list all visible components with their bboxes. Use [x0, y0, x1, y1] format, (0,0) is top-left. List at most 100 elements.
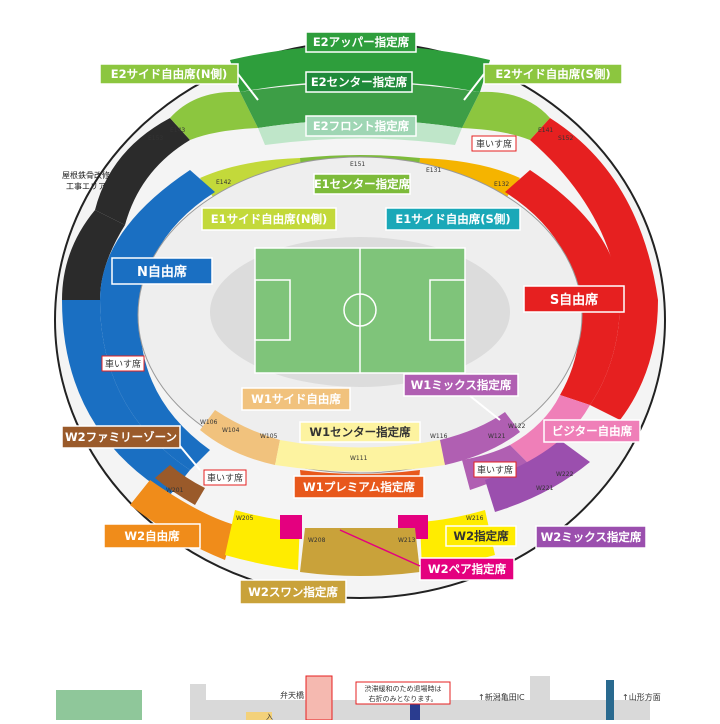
gate-code: W213 [398, 537, 416, 544]
label-e2-front[interactable]: E2フロント指定席 [305, 115, 417, 137]
seat-n-free[interactable] [100, 170, 215, 470]
label-e1-side-n[interactable]: E1サイド自由席(N側) [201, 207, 337, 231]
map-gate-mark: 入 [266, 713, 273, 720]
label-e1-center[interactable]: E1センター指定席 [313, 173, 411, 195]
svg-text:E2サイド自由席(N側): E2サイド自由席(N側) [111, 67, 228, 81]
label-e2-side-n[interactable]: E2サイド自由席(N側) [99, 63, 259, 101]
svg-text:W1ミックス指定席: W1ミックス指定席 [411, 378, 512, 392]
gate-code: W106 [200, 419, 218, 426]
construction-area [95, 118, 190, 225]
label-e1-side-s[interactable]: E1サイド自由席(S側) [385, 207, 521, 231]
map-green-block [56, 690, 142, 720]
gate-code: E151 [350, 161, 365, 168]
gate-code: W201 [166, 487, 184, 494]
label-s-free[interactable]: S自由席 [523, 285, 625, 313]
label-w2-swan[interactable]: W2スワン指定席 [239, 579, 347, 605]
svg-text:W2ファミリーゾーン: W2ファミリーゾーン [65, 430, 177, 444]
seat-w2-swan[interactable] [300, 528, 420, 576]
seat-e2-side-n[interactable] [170, 91, 258, 140]
seat-w1-center[interactable] [275, 440, 445, 472]
wheelchair-label-bottom-right: 車いす席 [473, 461, 517, 478]
pitch-center-circle [343, 293, 377, 327]
map-bridge-label: 弁天橋 [280, 690, 304, 700]
gate-code: W216 [466, 515, 484, 522]
seat-s-free-top[interactable] [530, 118, 658, 300]
label-visitor[interactable]: ビジター自由席 [543, 419, 641, 443]
svg-text:E1サイド自由席(N側): E1サイド自由席(N側) [211, 212, 328, 226]
gate-code: W116 [430, 433, 448, 440]
svg-text:W1センター指定席: W1センター指定席 [309, 425, 411, 439]
construction-area-lower [62, 210, 125, 300]
map-teal-post [606, 680, 614, 720]
svg-text:W2スワン指定席: W2スワン指定席 [248, 585, 338, 599]
svg-text:車いす席: 車いす席 [207, 472, 243, 484]
label-w1-side[interactable]: W1サイド自由席 [241, 387, 351, 411]
map-notice-line2: 右折のみとなります。 [368, 694, 437, 703]
wheelchair-label-top: 車いす席 [471, 135, 517, 152]
gate-code: W121 [488, 433, 506, 440]
gate-code: W104 [222, 427, 240, 434]
access-map: 入 弁天橋 渋滞緩和のため退場時は 右折のみとなります。 ↑新潟亀田IC ↑山形… [56, 675, 661, 721]
seat-w1-mix-inner[interactable] [440, 412, 520, 465]
gate-code: E141 [538, 127, 553, 134]
label-w1-center[interactable]: W1センター指定席 [299, 421, 421, 443]
label-w1-premium[interactable]: W1プレミアム指定席 [293, 475, 425, 499]
label-n-free[interactable]: N自由席 [111, 257, 213, 285]
gate-code: E131 [426, 167, 441, 174]
gate-code: S152 [558, 135, 573, 142]
wheelchair-label-bottom-left: 車いす席 [203, 469, 247, 486]
seat-s-free[interactable] [505, 170, 620, 405]
seat-w2-pair-left[interactable] [280, 515, 302, 539]
label-w2-reserved[interactable]: W2指定席 [445, 525, 517, 547]
map-blue-road [410, 700, 420, 720]
map-bridge [305, 675, 333, 721]
svg-text:W1プレミアム指定席: W1プレミアム指定席 [303, 480, 415, 494]
map-yamagata-label: ↑山形方面 [622, 692, 661, 702]
gate-code: W205 [236, 515, 254, 522]
svg-text:W2ミックス指定席: W2ミックス指定席 [541, 530, 642, 544]
label-w2-family[interactable]: W2ファミリーゾーン [61, 425, 201, 471]
label-w1-mix[interactable]: W1ミックス指定席 [403, 373, 519, 421]
label-e2-side-s[interactable]: E2サイド自由席(S側) [463, 63, 623, 101]
map-notice-box [355, 681, 451, 705]
label-w2-free[interactable]: W2自由席 [103, 523, 201, 549]
map-gate-box [246, 712, 272, 720]
seat-e2-upper[interactable] [230, 45, 490, 92]
seat-e2-center[interactable] [240, 83, 480, 128]
label-w2-pair[interactable]: W2ペア指定席 [339, 529, 515, 581]
svg-text:W2ペア指定席: W2ペア指定席 [428, 562, 507, 576]
seat-w2-family[interactable] [155, 465, 205, 505]
svg-text:車いす席: 車いす席 [477, 464, 513, 476]
svg-text:車いす席: 車いす席 [476, 138, 512, 150]
seat-e2-side-s[interactable] [462, 91, 550, 140]
svg-text:N自由席: N自由席 [137, 264, 187, 280]
svg-text:E2センター指定席: E2センター指定席 [311, 75, 408, 89]
label-e2-center[interactable]: E2センター指定席 [305, 71, 413, 93]
gate-code: W221 [536, 485, 554, 492]
seat-w1-side[interactable] [200, 410, 280, 465]
svg-text:S自由席: S自由席 [550, 292, 598, 308]
svg-text:W1サイド自由席: W1サイド自由席 [251, 392, 341, 406]
gate-code: E132 [494, 181, 509, 188]
map-ic-label: ↑新潟亀田IC [478, 692, 525, 702]
seat-w2-mix[interactable] [485, 440, 590, 512]
gate-code: E143 [170, 127, 185, 134]
gate-code: E142 [216, 179, 231, 186]
svg-text:車いす席: 車いす席 [105, 358, 141, 370]
seat-s-free-outer[interactable] [590, 300, 658, 420]
seat-w2-free[interactable] [130, 480, 235, 560]
map-road-vertical [530, 676, 550, 720]
pitch-penalty-right [429, 279, 466, 341]
pitch-penalty-left [254, 279, 291, 341]
gate-code: W222 [556, 471, 574, 478]
label-w2-mix[interactable]: W2ミックス指定席 [535, 525, 647, 549]
map-notice-line1: 渋滞緩和のため退場時は [365, 684, 442, 693]
svg-text:W2指定席: W2指定席 [453, 529, 509, 543]
label-e2-upper[interactable]: E2アッパー指定席 [305, 31, 417, 53]
gate-code: W111 [350, 455, 368, 462]
construction-note: 屋根鉄骨改修 工事エリア [62, 170, 113, 191]
gate-code: W208 [308, 537, 326, 544]
map-road-vertical-2 [190, 684, 206, 720]
svg-text:ビジター自由席: ビジター自由席 [552, 424, 633, 438]
